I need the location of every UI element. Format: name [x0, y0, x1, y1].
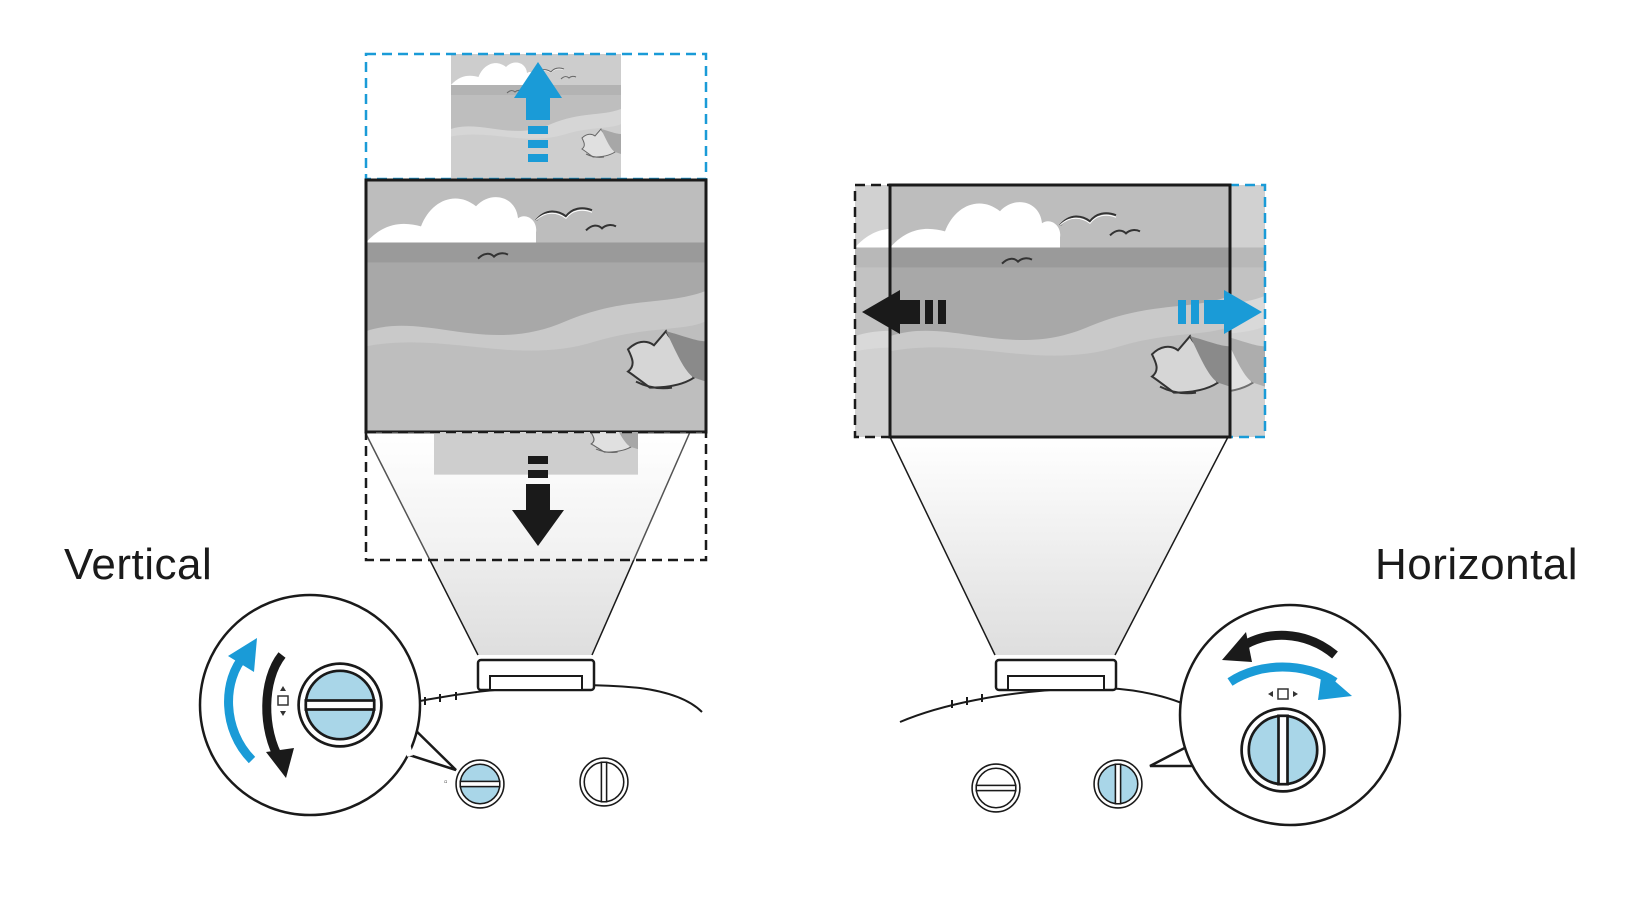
arrow-right-icon — [1178, 290, 1262, 334]
vertical-projector-body — [399, 658, 703, 713]
horizontal-label: Horizontal — [1375, 540, 1579, 589]
svg-text:▫: ▫ — [444, 777, 448, 788]
rotate-arrow-black-icon — [262, 652, 294, 778]
horizontal-knob-small[interactable] — [1094, 760, 1142, 808]
horizontal-projection-beam — [889, 436, 1229, 656]
vertical-image-original — [364, 178, 708, 434]
arrow-down-icon — [512, 456, 564, 546]
horizontal-shift-panel — [853, 183, 1402, 827]
horizontal-projector-body — [899, 658, 1201, 723]
rotate-arrow-blue-icon — [224, 638, 257, 764]
vertical-lens-shift-dial[interactable] — [299, 664, 382, 747]
rotate-arrow-black-icon — [1222, 630, 1338, 662]
horizontal-lens-shift-dial[interactable] — [1242, 709, 1325, 792]
vertical-shift-panel: ▫ — [198, 52, 708, 817]
arrow-up-icon — [514, 62, 562, 162]
arrow-left-icon — [862, 290, 946, 334]
vertical-projection-beam — [364, 431, 691, 656]
vertical-knob-small[interactable] — [456, 760, 504, 808]
rotate-arrow-blue-icon — [1227, 662, 1352, 700]
vertical-dial-indicator — [277, 686, 289, 716]
vertical-knob-small-inactive[interactable] — [972, 764, 1020, 812]
horizontal-knob-small-inactive[interactable] — [580, 758, 628, 806]
horizontal-dial-indicator — [1268, 688, 1298, 700]
vertical-label: Vertical — [64, 540, 213, 589]
